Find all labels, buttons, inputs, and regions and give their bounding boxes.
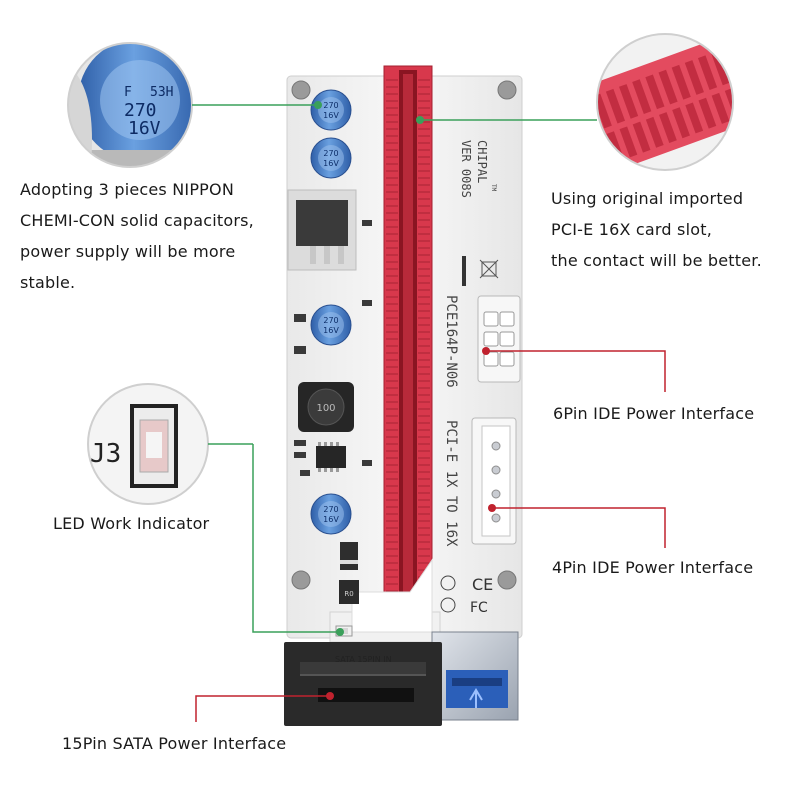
capacitor-zoom-inset: 53H F 270 16V xyxy=(67,42,193,168)
capacitor-callout-line-1: Adopting 3 pieces NIPPON xyxy=(20,180,234,199)
diode xyxy=(340,542,358,570)
inductor: 100 xyxy=(298,382,354,432)
capacitor-callout-line-2: CHEMI-CON solid capacitors, xyxy=(20,211,254,230)
brand-text: CHIPAL xyxy=(475,140,489,183)
capacitor-4: 270 16V xyxy=(310,493,352,535)
slot-callout-line-3: the contact will be better. xyxy=(551,251,762,270)
six-pin-callout: 6Pin IDE Power Interface xyxy=(553,404,755,423)
board-silkscreen: CHIPAL TM VER 008S PCE164P-N06 PCI-E 1X … xyxy=(443,140,497,547)
slot-callout-line-1: Using original imported xyxy=(551,189,744,208)
compliance-icon xyxy=(440,575,456,613)
capacitor-callout-line-4: stable. xyxy=(20,273,76,292)
slot-callout-line-2: PCI-E 16X card slot, xyxy=(551,220,712,239)
adapter-subtitle: PCI-E 1X TO 16X xyxy=(443,420,459,547)
cap-voltage: 16V xyxy=(323,111,339,120)
cap-zoom-lot: 53H xyxy=(150,85,173,100)
fc-mark: FC xyxy=(470,600,488,616)
leader-dots xyxy=(314,101,496,700)
resistor-marking: R0 xyxy=(344,590,353,598)
cap-voltage: 16V xyxy=(323,159,339,168)
inductor-marking: 100 xyxy=(316,403,335,414)
capacitor-callout: Adopting 3 pieces NIPPON CHEMI-CON solid… xyxy=(20,174,254,298)
slot-callout: Using original imported PCI-E 16X card s… xyxy=(551,183,762,276)
cap-zoom-f: F xyxy=(124,85,132,100)
weee-icon xyxy=(479,259,499,279)
led-zoom-inset: J3 xyxy=(87,383,209,505)
resistor: R0 xyxy=(339,580,359,604)
voltage-regulator xyxy=(287,189,357,271)
cap-value: 270 xyxy=(323,505,338,514)
smd-components xyxy=(294,220,372,476)
six-pin-connector xyxy=(477,295,521,383)
tm-text: TM xyxy=(490,184,497,192)
cap-value: 270 xyxy=(323,101,338,110)
ce-mark: CE xyxy=(472,575,493,594)
sata-callout: 15Pin SATA Power Interface xyxy=(62,734,287,753)
cap-zoom-voltage: 16V xyxy=(128,118,161,139)
led-zoom-ref: J3 xyxy=(90,439,121,469)
sata-board-label: SATA 15PIN IN xyxy=(335,655,392,664)
usb-connector xyxy=(431,631,519,721)
led-callout: LED Work Indicator xyxy=(53,514,210,533)
cap-voltage: 16V xyxy=(323,515,339,524)
four-pin-callout: 4Pin IDE Power Interface xyxy=(552,558,754,577)
slot-zoom-inset xyxy=(596,33,734,171)
capacitor-1: 270 16V xyxy=(310,89,352,131)
ic-chip xyxy=(316,442,346,472)
capacitor-2: 270 16V xyxy=(310,137,352,179)
capacitor-callout-line-3: power supply will be more xyxy=(20,242,236,261)
model-text: PCE164P-N06 xyxy=(443,295,459,388)
leader-lines xyxy=(192,104,666,722)
version-text: VER 008S xyxy=(459,140,473,198)
mounting-hole-icon xyxy=(291,80,517,590)
led-indicator xyxy=(335,625,353,637)
sata-connector xyxy=(284,642,442,726)
cap-value: 270 xyxy=(323,316,338,325)
cap-value: 270 xyxy=(323,149,338,158)
cap-zoom-value: 270 xyxy=(124,100,157,121)
pcie-16x-slot xyxy=(383,65,433,617)
slot-guide xyxy=(351,558,433,633)
four-pin-connector xyxy=(471,417,517,545)
silkscreen-bar xyxy=(462,256,466,286)
capacitor-3: 270 16V xyxy=(310,304,352,346)
cap-voltage: 16V xyxy=(323,326,339,335)
